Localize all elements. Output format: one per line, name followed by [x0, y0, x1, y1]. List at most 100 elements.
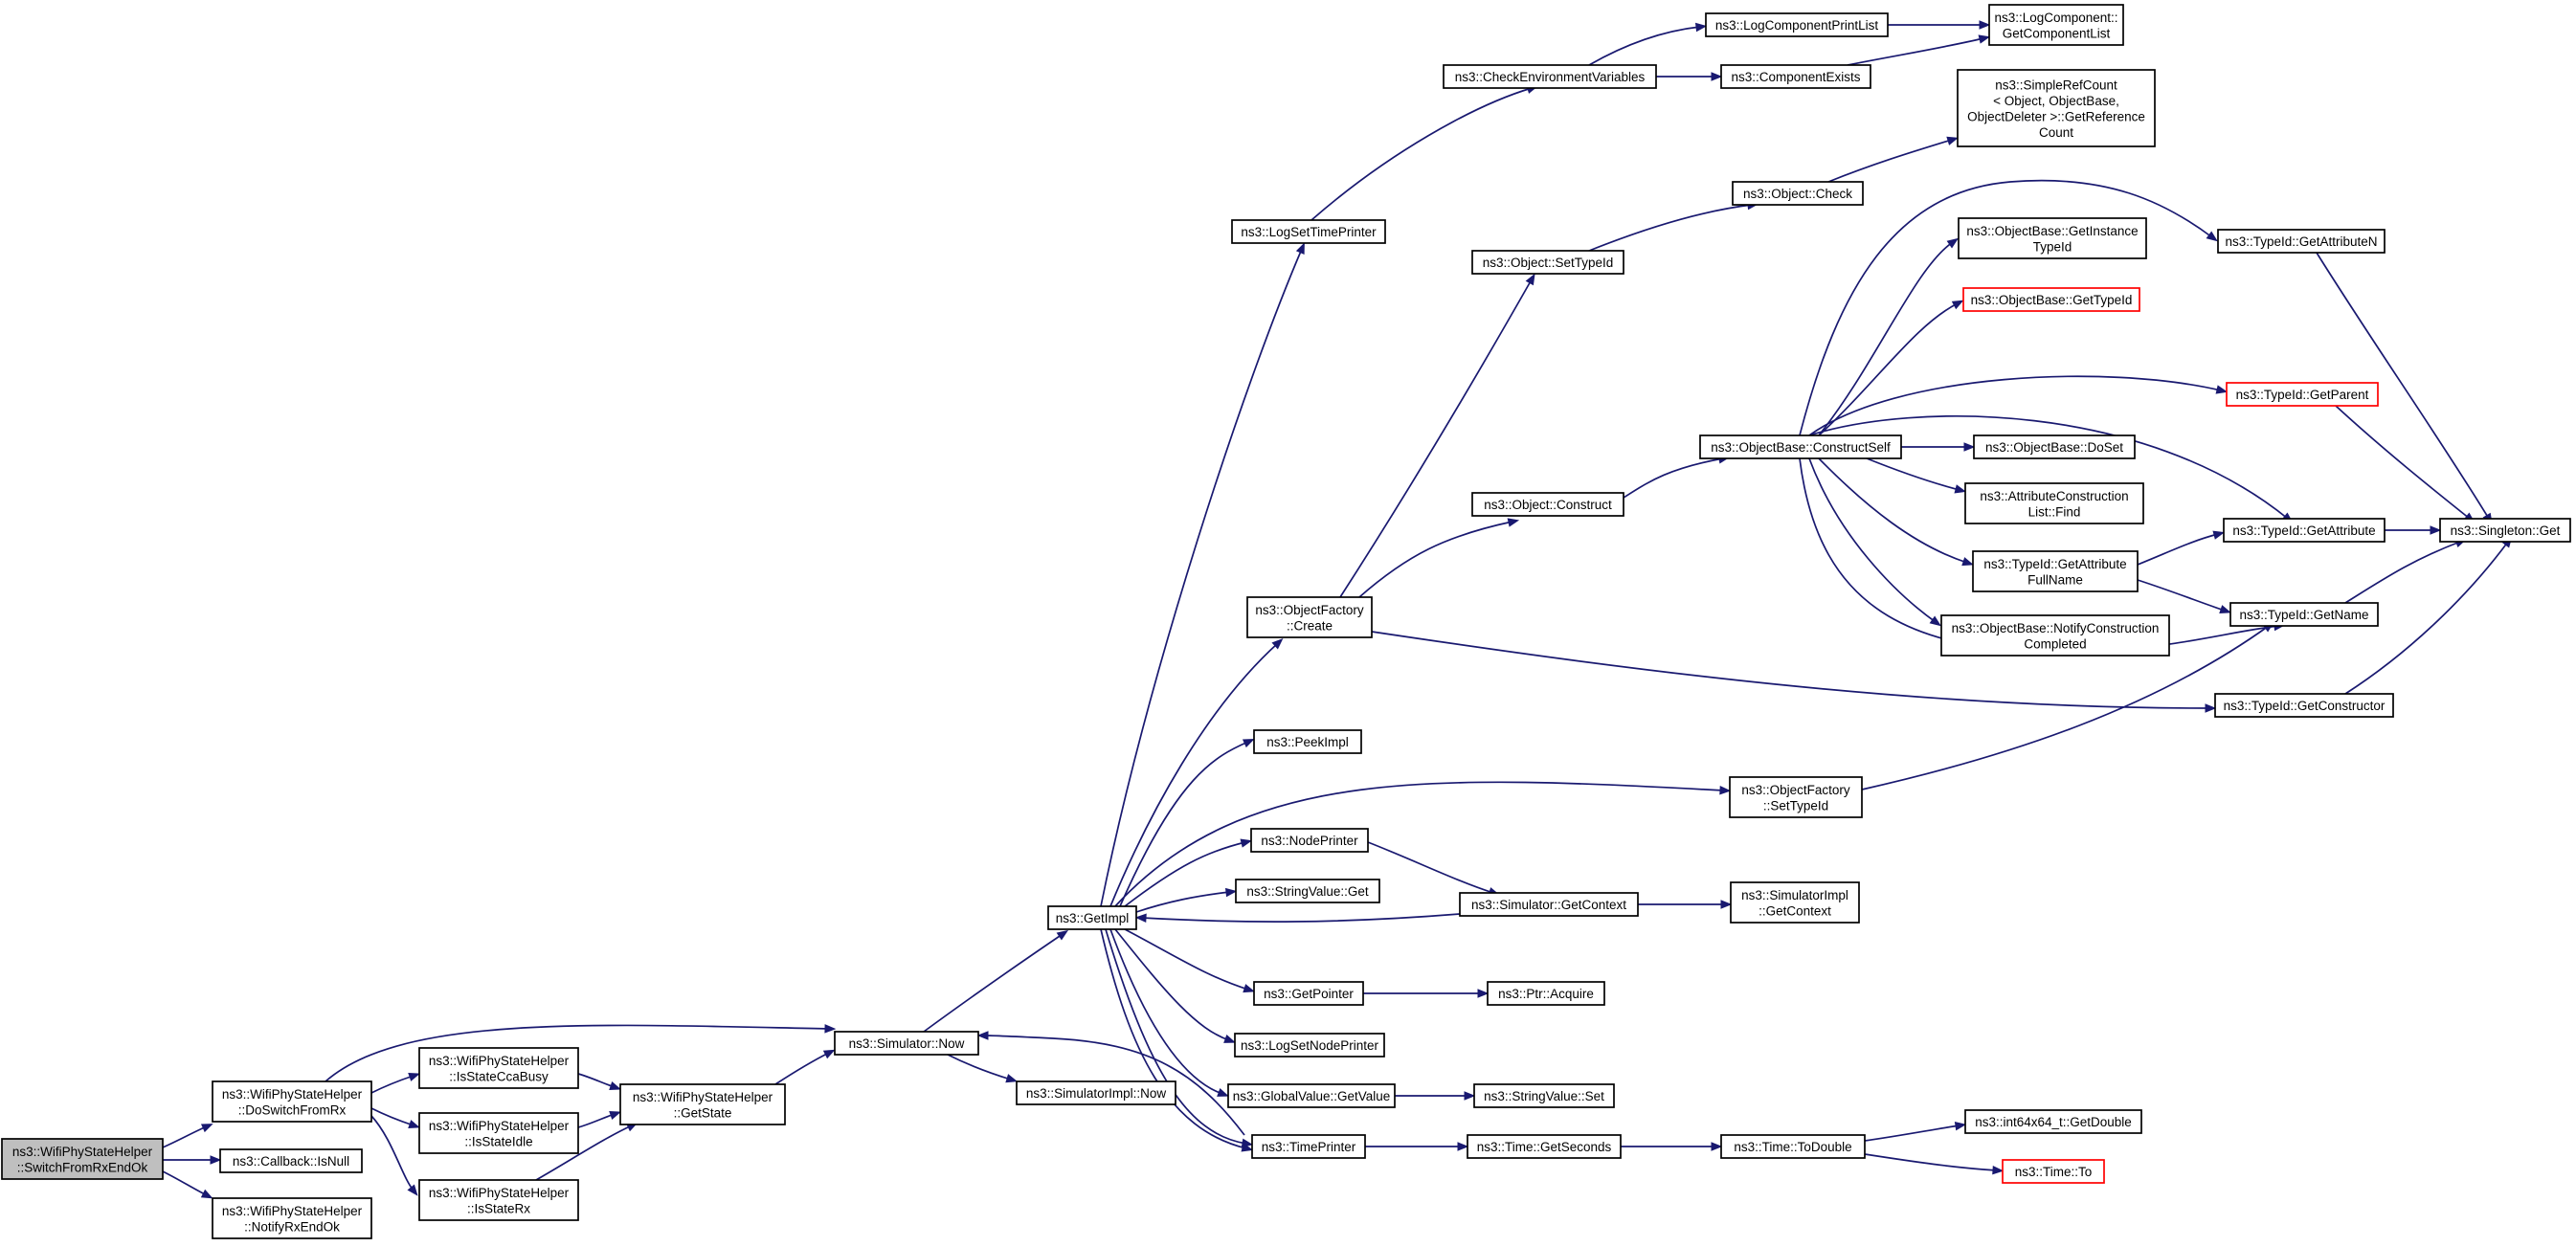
node-objfactcreate[interactable]: ns3::ObjectFactory::Create	[1246, 596, 1373, 638]
arrowhead	[1295, 242, 1305, 255]
node-box	[1972, 550, 2139, 592]
edge-logsettime-to-checkenv	[1310, 84, 1539, 221]
node-label: ns3::ObjectBase::GetInstance	[1966, 224, 2138, 238]
node-label: ns3::Object::SetTypeId	[1483, 256, 1614, 270]
node-doset[interactable]: ns3::ObjectBase::DoSet	[1973, 434, 2136, 459]
node-ptracquire[interactable]: ns3::Ptr::Acquire	[1487, 981, 1605, 1006]
node-objbasegettypeid[interactable]: ns3::ObjectBase::GetTypeId	[1962, 287, 2140, 312]
edge-globalvalueget-to-stringvalueset	[1395, 1091, 1476, 1101]
node-singletonget[interactable]: ns3::Singleton::Get	[2439, 518, 2571, 543]
node-getattribute[interactable]: ns3::TypeId::GetAttribute	[2223, 518, 2386, 543]
node-getimpl[interactable]: ns3::GetImpl	[1047, 905, 1137, 930]
node-getcontext[interactable]: ns3::Simulator::GetContext	[1459, 892, 1639, 917]
node-logsetnode[interactable]: ns3::LogSetNodePrinter	[1234, 1033, 1385, 1058]
node-simimplgetcontext[interactable]: ns3::SimulatorImpl::GetContext	[1730, 881, 1860, 924]
node-int64getdouble[interactable]: ns3::int64x64_t::GetDouble	[1964, 1109, 2142, 1134]
node-globalvalueget[interactable]: ns3::GlobalValue::GetValue	[1227, 1083, 1396, 1108]
edge-getname-to-singletonget	[2344, 539, 2467, 604]
node-root[interactable]: ns3::WifiPhyStateHelper::SwitchFromRxEnd…	[1, 1138, 164, 1180]
node-peekimpl[interactable]: ns3::PeekImpl	[1253, 729, 1362, 754]
node-todouble[interactable]: ns3::Time::ToDouble	[1720, 1134, 1866, 1159]
node-isidle[interactable]: ns3::WifiPhyStateHelper::IsStateIdle	[418, 1112, 579, 1154]
node-timeprinter[interactable]: ns3::TimePrinter	[1251, 1134, 1366, 1159]
node-constructself[interactable]: ns3::ObjectBase::ConstructSelf	[1699, 434, 1902, 459]
edge-timeprinter-to-simnow	[976, 1031, 1245, 1136]
node-getconstructor[interactable]: ns3::TypeId::GetConstructor	[2214, 693, 2394, 718]
node-label: ns3::WifiPhyStateHelper	[222, 1204, 363, 1218]
node-box	[1467, 1134, 1622, 1159]
node-isnull[interactable]: ns3::Callback::IsNull	[219, 1148, 363, 1173]
node-label: ns3::Time::ToDouble	[1734, 1140, 1851, 1154]
edge-getattrfullname-to-getattribute	[2137, 530, 2226, 566]
node-getstate[interactable]: ns3::WifiPhyStateHelper::GetState	[619, 1083, 786, 1125]
node-label: ns3::ObjectBase::ConstructSelf	[1711, 440, 1891, 455]
edge-simnow-to-getimpl	[923, 929, 1069, 1033]
node-nodeprinter[interactable]: ns3::NodePrinter	[1250, 828, 1369, 853]
edge-objconstruct-to-constructself	[1623, 455, 1731, 499]
arrowhead	[822, 1049, 836, 1059]
node-box	[418, 1112, 579, 1154]
edge-getpointer-to-ptracquire	[1363, 989, 1490, 998]
arrowhead	[1711, 1142, 1723, 1151]
node-getparent[interactable]: ns3::TypeId::GetParent	[2226, 382, 2379, 407]
node-compexists[interactable]: ns3::ComponentExists	[1720, 64, 1871, 89]
node-notifyconst[interactable]: ns3::ObjectBase::NotifyConstructionCompl…	[1940, 614, 2170, 657]
node-doswitch[interactable]: ns3::WifiPhyStateHelper::DoSwitchFromRx	[212, 1080, 372, 1123]
node-label: ns3::Object::Construct	[1484, 498, 1612, 512]
node-box	[619, 1083, 786, 1125]
node-simplerefcount[interactable]: ns3::SimpleRefCount< Object, ObjectBase,…	[1957, 69, 2156, 147]
node-label: ns3::ObjectBase::NotifyConstruction	[1952, 621, 2160, 635]
node-stringvalueget[interactable]: ns3::StringValue::Get	[1235, 879, 1380, 903]
node-simimplnow[interactable]: ns3::SimulatorImpl::Now	[1016, 1080, 1176, 1105]
node-box	[1047, 905, 1137, 930]
arrowhead	[1992, 1165, 2005, 1175]
node-label: ns3::GetPointer	[1264, 987, 1354, 1001]
node-checkenv[interactable]: ns3::CheckEnvironmentVariables	[1443, 64, 1657, 89]
node-box	[1958, 217, 2147, 259]
arrowhead	[1271, 638, 1284, 650]
node-box	[1471, 492, 1624, 517]
node-simnow[interactable]: ns3::Simulator::Now	[834, 1031, 979, 1056]
node-logsettime[interactable]: ns3::LogSetTimePrinter	[1231, 219, 1386, 244]
node-objcheck[interactable]: ns3::Object::Check	[1732, 181, 1864, 206]
edge-getattribute-to-singletonget	[2385, 525, 2442, 535]
node-getcomplist[interactable]: ns3::LogComponent::GetComponentList	[1988, 4, 2124, 46]
node-label: ::NotifyRxEndOk	[244, 1219, 340, 1234]
node-label: ns3::Callback::IsNull	[233, 1154, 349, 1169]
edge-objfactcreate-to-objconstruct	[1358, 518, 1520, 598]
node-isrx[interactable]: ns3::WifiPhyStateHelper::IsStateRx	[418, 1179, 579, 1221]
arrowhead	[2206, 231, 2218, 242]
node-logcompprint[interactable]: ns3::LogComponentPrintList	[1705, 12, 1889, 37]
node-timeto[interactable]: ns3::Time::To	[2002, 1159, 2105, 1184]
node-notifyrx[interactable]: ns3::WifiPhyStateHelper::NotifyRxEndOk	[212, 1197, 372, 1239]
node-label: ::SetTypeId	[1763, 798, 1828, 813]
node-objsettypeid[interactable]: ns3::Object::SetTypeId	[1471, 250, 1624, 275]
node-box	[1720, 64, 1871, 89]
node-getattributen[interactable]: ns3::TypeId::GetAttributeN	[2217, 229, 2386, 254]
edge-todouble-to-int64getdouble	[1864, 1121, 1967, 1142]
node-objconstruct[interactable]: ns3::Object::Construct	[1471, 492, 1624, 517]
edge-doswitch-to-ccabusy	[370, 1072, 420, 1094]
edge-constructself-to-notifyconst	[1808, 457, 1941, 627]
node-label: ns3::NodePrinter	[1261, 834, 1358, 848]
node-stringvalueset[interactable]: ns3::StringValue::Set	[1473, 1083, 1615, 1108]
node-objfactsettypeid[interactable]: ns3::ObjectFactory::SetTypeId	[1729, 776, 1863, 818]
node-box	[2214, 693, 2394, 718]
node-label: ::Create	[1287, 618, 1333, 633]
node-label: ns3::TypeId::GetAttribute	[1983, 557, 2126, 571]
node-label: ::DoSwitchFromRx	[238, 1102, 347, 1117]
edge-constructself-to-objbasegettypeid	[1818, 300, 1964, 436]
node-getname[interactable]: ns3::TypeId::GetName	[2229, 602, 2379, 627]
arrowhead	[1694, 22, 1708, 33]
node-ccabusy[interactable]: ns3::WifiPhyStateHelper::IsStateCcaBusy	[418, 1047, 579, 1089]
arrowhead	[210, 1155, 222, 1165]
node-getpointer[interactable]: ns3::GetPointer	[1253, 981, 1364, 1006]
node-getseconds[interactable]: ns3::Time::GetSeconds	[1467, 1134, 1622, 1159]
node-box	[1231, 219, 1386, 244]
edge-getimpl-to-objfactsettypeid	[1114, 781, 1732, 907]
edge-checkenv-to-logcompprint	[1588, 22, 1708, 66]
